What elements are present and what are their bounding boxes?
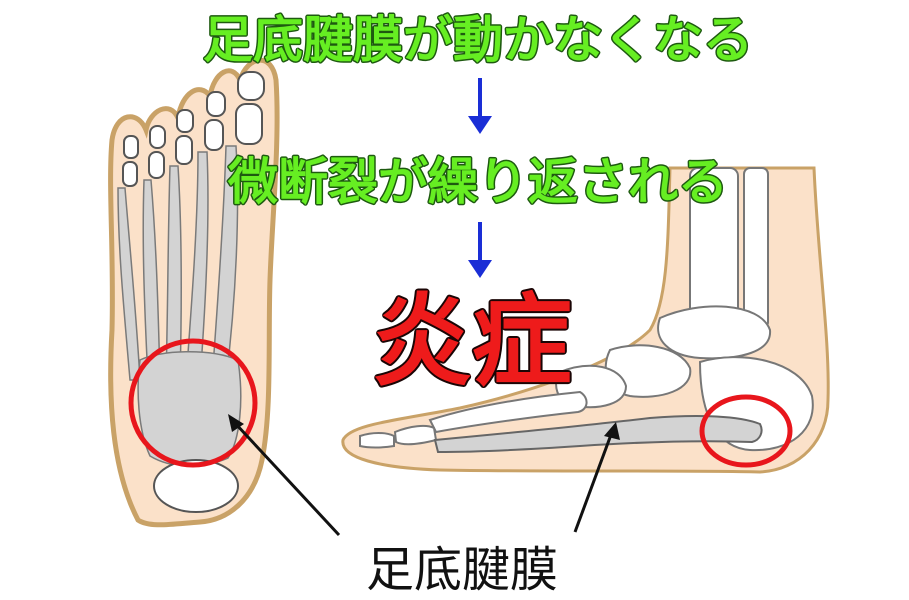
fascia-label: 足底腱膜 <box>366 542 558 598</box>
inflammation-circle-side <box>699 394 793 468</box>
pointer-arrow-icon <box>228 414 620 537</box>
metatarsal-bones <box>359 390 588 449</box>
plantar-fascia <box>433 415 763 454</box>
inflammation-circle-sole <box>128 338 258 468</box>
step-2-text: 微断裂が繰り返される <box>227 153 728 211</box>
tarsal-bones <box>555 305 814 452</box>
arrow-down-icon <box>468 78 492 278</box>
foot-side-illustration <box>341 166 830 474</box>
foot-sole-illustration <box>108 57 280 528</box>
plantar-muscles <box>117 145 242 467</box>
step-1-text: 足底腱膜が動かなくなる <box>203 11 753 69</box>
leg-bones <box>689 167 769 339</box>
result-text: 炎症 <box>372 283 572 400</box>
toe-bones <box>122 71 265 187</box>
heel-bone <box>153 459 239 513</box>
